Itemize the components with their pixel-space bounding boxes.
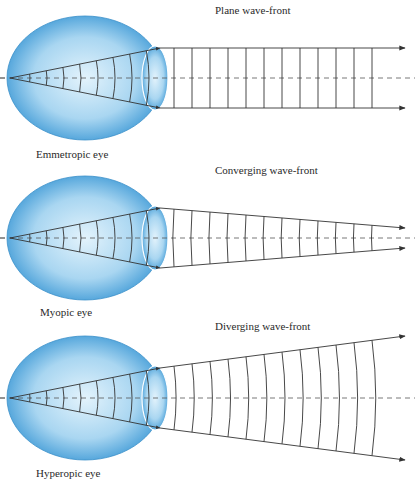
light-ray <box>10 78 160 108</box>
wave-front <box>371 225 373 250</box>
wave-front <box>113 217 115 258</box>
wave-front <box>227 214 229 263</box>
wave-front <box>80 384 81 412</box>
optical-axis <box>0 238 170 239</box>
light-ray <box>160 108 405 109</box>
wave-front <box>130 374 132 422</box>
wave-front <box>209 212 210 264</box>
eye-panel <box>0 16 415 140</box>
wave-front <box>228 48 229 108</box>
wave-front <box>335 222 337 253</box>
wave-front <box>318 347 321 448</box>
light-ray <box>160 428 405 460</box>
wave-front <box>96 221 98 256</box>
wave-front <box>281 218 283 258</box>
wave-front <box>130 54 132 102</box>
wave-front <box>300 350 303 447</box>
wave-front <box>96 381 98 416</box>
wave-front <box>130 214 132 262</box>
light-ray <box>10 398 160 428</box>
wave-front <box>146 371 149 426</box>
wave-front <box>372 48 373 108</box>
wave-front <box>318 48 319 108</box>
wave-front <box>29 74 30 82</box>
wave-front <box>210 48 211 108</box>
wave-front <box>246 357 249 439</box>
optical-axis <box>0 398 170 399</box>
wave-front <box>354 48 355 108</box>
wave-front-label: Plane wave-front <box>215 4 290 17</box>
wave-front <box>210 361 212 434</box>
wave-front <box>228 359 231 437</box>
wave-front <box>282 48 283 108</box>
optical-axis <box>0 78 170 79</box>
wave-front <box>282 352 285 444</box>
eye-label: Myopic eye <box>40 306 92 319</box>
wave-front <box>336 48 337 108</box>
eye-label: Emmetropic eye <box>36 148 108 161</box>
wave-front <box>146 211 149 266</box>
wave-front <box>80 64 81 92</box>
wave-front <box>174 48 175 108</box>
wave-front <box>29 234 30 242</box>
wave-front <box>63 227 64 248</box>
wave-front <box>113 57 115 98</box>
wave-front <box>300 48 301 108</box>
wave-front <box>354 343 358 454</box>
wave-front <box>96 61 98 96</box>
light-ray <box>160 248 405 268</box>
wave-front <box>245 215 247 261</box>
wave-front <box>246 48 247 108</box>
wave-front <box>113 377 115 418</box>
light-ray <box>160 208 405 228</box>
wave-front <box>336 345 339 451</box>
wave-front <box>353 224 355 252</box>
eye-panel <box>0 336 415 460</box>
wave-front <box>191 211 192 266</box>
light-ray <box>160 336 405 368</box>
wave-front <box>29 394 30 402</box>
wave-front <box>63 387 64 408</box>
wave-front <box>192 48 193 108</box>
wave-front <box>146 51 149 106</box>
wave-front <box>372 340 376 455</box>
wave-front <box>80 224 81 252</box>
wave-front-label: Diverging wave-front <box>215 320 310 333</box>
eye-label: Hyperopic eye <box>36 467 100 480</box>
wave-front-label: Converging wave-front <box>215 164 318 177</box>
light-ray <box>10 368 160 398</box>
wave-front <box>173 209 174 267</box>
light-ray <box>160 48 405 49</box>
light-ray <box>10 208 160 238</box>
light-ray <box>10 238 160 268</box>
wave-front <box>192 364 194 432</box>
wave-front <box>46 231 48 246</box>
wave-front <box>299 219 301 256</box>
wave-front <box>317 221 319 255</box>
wave-front <box>46 71 48 86</box>
wave-front <box>264 48 265 108</box>
light-ray <box>10 48 160 78</box>
wave-front <box>264 354 267 441</box>
wave-front <box>46 391 48 406</box>
wave-front <box>174 366 176 430</box>
wave-front <box>263 216 265 259</box>
wave-front <box>63 67 64 88</box>
eye-panel <box>0 176 415 300</box>
